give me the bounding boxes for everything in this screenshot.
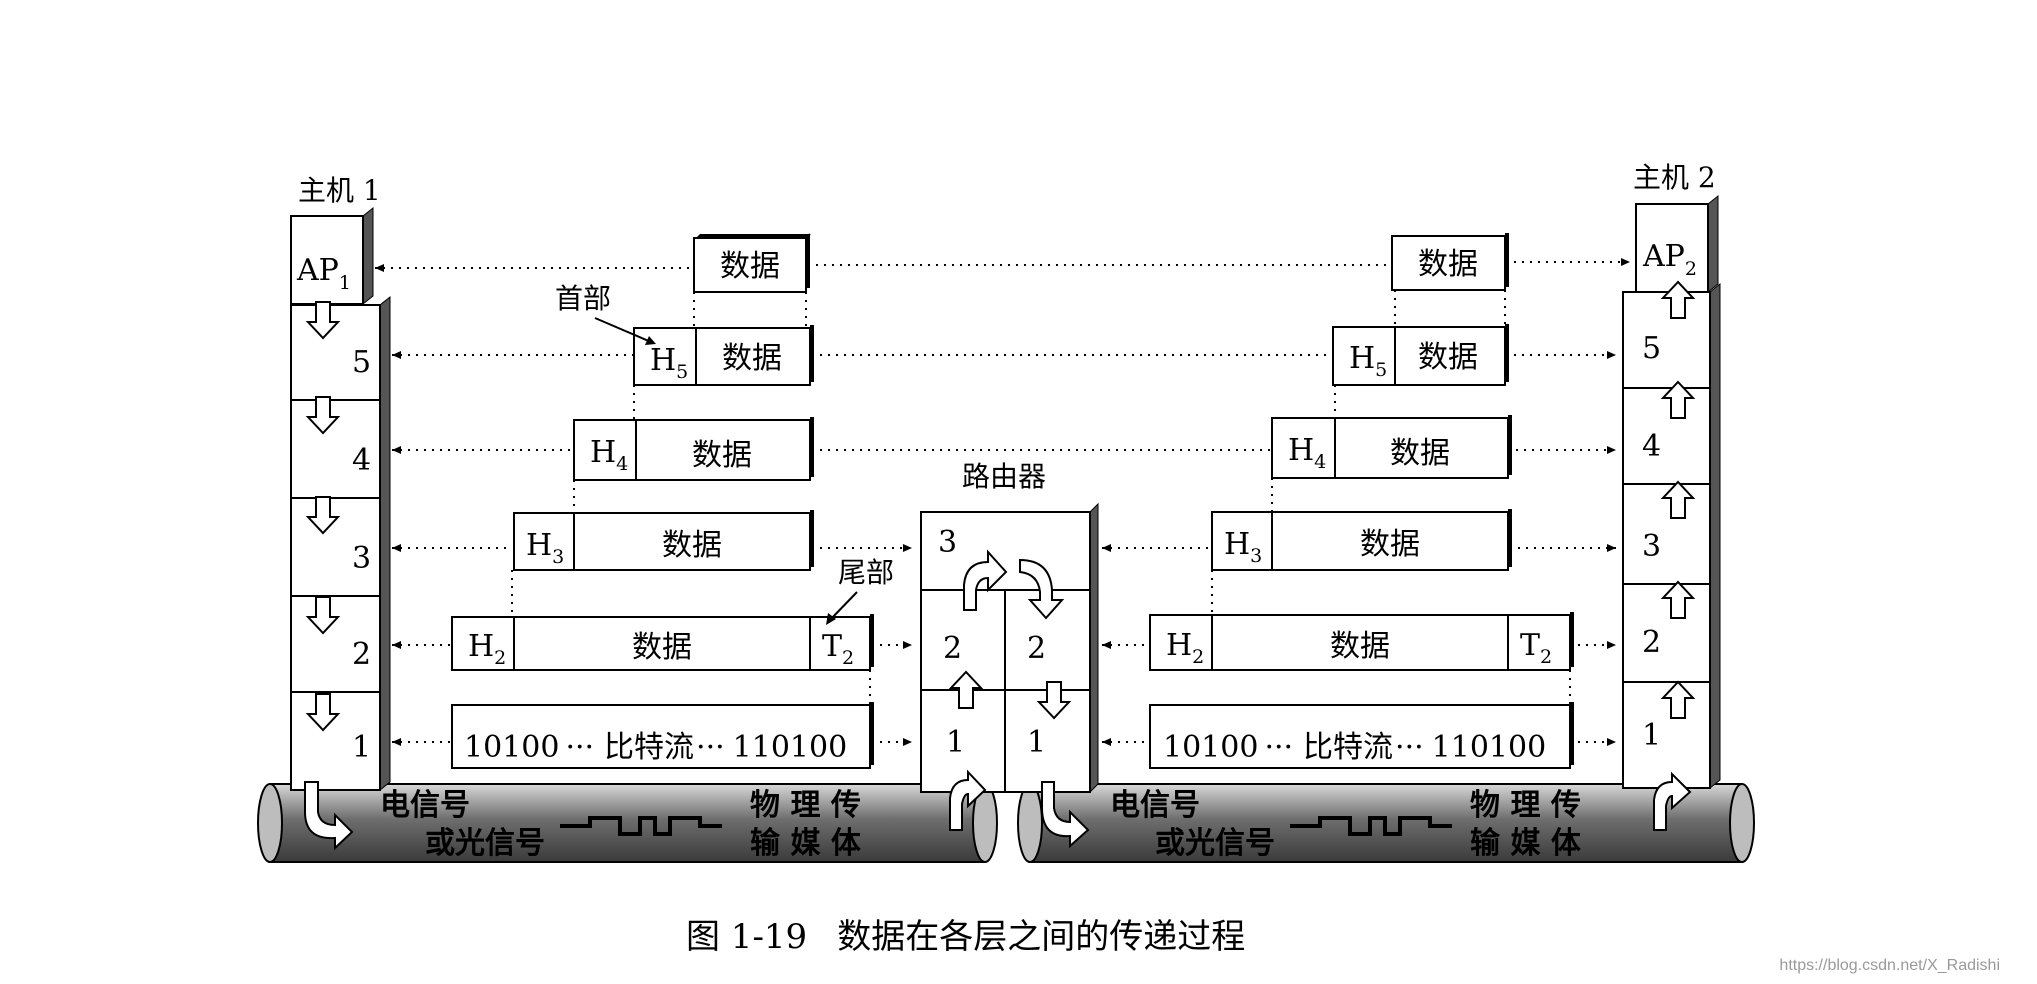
- curved-up-arrow-icon: [1653, 771, 1692, 831]
- trailer-t2: T2: [822, 629, 854, 669]
- peer-arrowheads: [375, 258, 1630, 746]
- data-label: 数据: [720, 249, 780, 284]
- signal-label-line2-right: 或光信号: [1155, 826, 1275, 861]
- pdu-left-application: 数据: [693, 233, 811, 293]
- curved-down-arrow-icon: [304, 781, 354, 851]
- router-title: 路由器: [962, 460, 1046, 493]
- header-callout-label: 首部: [555, 282, 611, 315]
- transmission-medium-left: [257, 783, 998, 863]
- watermark: https://blog.csdn.net/X_Radishi: [1779, 957, 2000, 974]
- router-layer1-in: 1: [946, 725, 965, 760]
- host1-layer3: 3: [352, 541, 371, 576]
- trailer-callout-arrowhead: [826, 613, 836, 625]
- signal-waveform-right: [1290, 816, 1452, 836]
- signal-label-line2: 或光信号: [425, 826, 545, 861]
- header-h3: H3: [1224, 527, 1262, 567]
- host1-title: 主机 1: [298, 174, 381, 207]
- host2-layer2: 2: [1642, 625, 1661, 660]
- host1-layer2: 2: [352, 637, 371, 672]
- header-h2: H2: [468, 629, 506, 669]
- pdu-right-bitstream: 10100···比特流···110100: [1149, 702, 1574, 769]
- host1-layer5: 5: [352, 345, 371, 380]
- header-h3: H3: [526, 528, 564, 568]
- header-h5: H5: [650, 343, 688, 383]
- pdu-right-layer2: H2 数据 T2: [1149, 612, 1574, 671]
- header-h2: H2: [1166, 628, 1204, 668]
- data-label: 数据: [1390, 436, 1450, 471]
- pdu-right-application: 数据: [1391, 233, 1509, 291]
- router-layer2-out: 2: [1027, 631, 1046, 666]
- data-label: 数据: [1360, 527, 1420, 562]
- header-callout-arrow: [594, 317, 652, 343]
- trailer-callout-label: 尾部: [838, 556, 894, 589]
- host2-layer3: 3: [1642, 529, 1661, 564]
- host1-ap-label: AP1: [296, 253, 351, 294]
- peer-lines: [375, 261, 1630, 743]
- router-layer3: 3: [938, 525, 957, 560]
- host2-layer5: 5: [1642, 331, 1661, 366]
- medium-label-line1-right: 物 理 传: [1470, 788, 1581, 823]
- medium-label-line2: 输 媒 体: [750, 826, 862, 861]
- data-label: 数据: [692, 438, 752, 473]
- pdu-left-layer2: H2 数据 T2: [451, 614, 874, 671]
- host2-layer4: 4: [1642, 429, 1661, 464]
- signal-label-line1-right: 电信号: [1110, 788, 1200, 823]
- data-label: 数据: [662, 528, 722, 563]
- data-label: 数据: [1330, 629, 1390, 664]
- router-stack: 路由器 3 2 2 1 1: [920, 460, 1099, 849]
- host1-layer1: 1: [352, 730, 371, 765]
- host1-ap-layer: [290, 215, 364, 305]
- pdu-left-layer3: H3 数据: [513, 510, 814, 571]
- data-label: 数据: [632, 630, 692, 665]
- host2-ap-label: AP2: [1642, 239, 1697, 280]
- host2-title: 主机 2: [1633, 161, 1716, 194]
- trailer-t2: T2: [1520, 628, 1552, 668]
- curved-down-arrow-icon: [1041, 781, 1090, 849]
- pdu-left-layer4: H4 数据: [573, 417, 814, 481]
- router-layer1-out: 1: [1027, 725, 1046, 760]
- data-label: 数据: [1418, 340, 1478, 375]
- trailer-callout-arrow: [829, 591, 858, 621]
- header-callout-arrowhead: [645, 336, 656, 345]
- header-h5: H5: [1349, 341, 1387, 381]
- curved-up-arrow-icon: [949, 769, 987, 831]
- router-up-turn-arrow-icon: [963, 549, 1008, 611]
- router-layer2-in: 2: [943, 631, 962, 666]
- bitstream-text: 10100···比特流···110100: [464, 730, 847, 765]
- pdu-right-layer5: H5 数据: [1332, 324, 1509, 386]
- header-h4: H4: [590, 435, 628, 475]
- pdu-left-layer5: H5 数据: [633, 325, 814, 386]
- data-label: 数据: [1418, 247, 1478, 282]
- router-down-turn-arrow-icon: [1019, 558, 1065, 620]
- signal-label-line1: 电信号: [380, 788, 470, 823]
- medium-label-line1: 物 理 传: [750, 788, 861, 823]
- host1-layer4: 4: [352, 443, 371, 478]
- bitstream-text: 10100···比特流···110100: [1163, 730, 1546, 765]
- pdu-left-bitstream: 10100···比特流···110100: [451, 702, 874, 769]
- pdu-right-layer4: H4 数据: [1271, 415, 1512, 479]
- host2-stack: 主机 2 AP2 5 4 3 2 1: [1622, 161, 1721, 831]
- host2-layer1: 1: [1642, 718, 1661, 753]
- pdu-right-layer3: H3 数据: [1211, 509, 1512, 571]
- signal-waveform-left: [560, 816, 722, 836]
- medium-label-line2-right: 输 媒 体: [1470, 826, 1582, 861]
- header-h4: H4: [1288, 433, 1326, 473]
- data-label: 数据: [722, 341, 782, 376]
- host1-stack: 主机 1 AP1 5 4 3 2 1: [290, 174, 391, 851]
